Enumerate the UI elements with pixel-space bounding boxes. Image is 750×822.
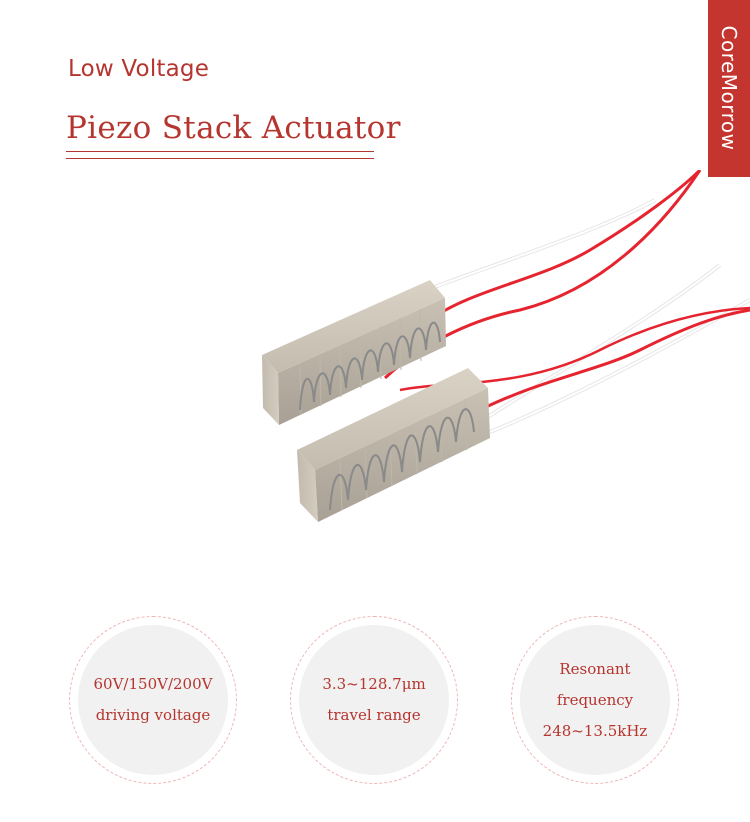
red-wire [429,170,702,322]
feature-driving-voltage: 60V/150V/200V driving voltage [69,616,239,786]
brand-tab: CoreMorrow [708,0,750,177]
feature-text: 3.3~128.7μm [322,675,426,693]
feature-resonant-frequency: Resonant frequency 248~13.5kHz [511,616,681,786]
feature-text: Resonant [559,659,631,678]
feature-disc: 60V/150V/200V driving voltage [78,625,228,775]
feature-disc: Resonant frequency 248~13.5kHz [520,625,670,775]
white-wire [431,199,656,289]
feature-text: driving voltage [95,706,211,724]
feature-ring [290,616,458,784]
feature-text: 248~13.5kHz [542,721,648,740]
feature-disc: 3.3~128.7μm travel range [299,625,449,775]
feature-ring [69,616,237,784]
page-title: Piezo Stack Actuator [66,110,401,146]
feature-text: travel range [327,706,421,724]
feature-travel-range: 3.3~128.7μm travel range [290,616,460,786]
actuator-upper [262,280,446,425]
red-wire [479,308,750,412]
feature-text: frequency [556,690,634,709]
feature-ring [511,616,679,784]
white-wire [479,264,721,423]
brand-name: CoreMorrow [717,25,741,151]
subtitle: Low Voltage [68,56,210,82]
product-photo [262,170,750,522]
feature-text: 60V/150V/200V [93,675,213,693]
title-underline [66,151,374,152]
actuator-lower [297,368,490,522]
title-underline-2 [66,158,374,159]
